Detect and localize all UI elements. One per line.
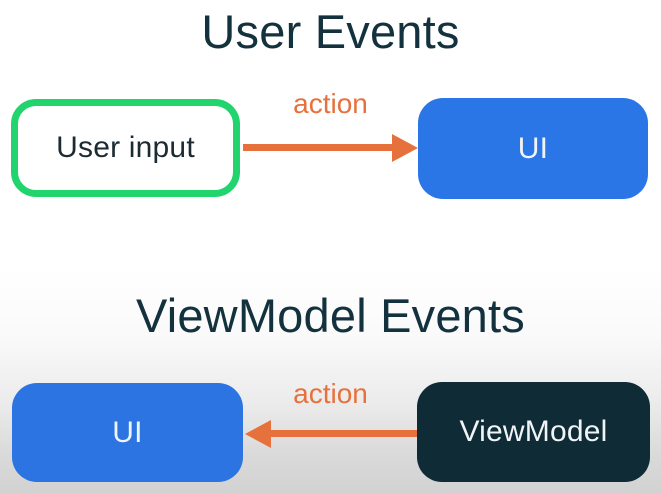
user-input-node: User input [11, 99, 240, 197]
arrow-left-icon [245, 420, 271, 448]
viewmodel-events-title: ViewModel Events [136, 289, 525, 342]
ui-node-bottom: UI [12, 383, 243, 482]
viewmodel-node: ViewModel [417, 382, 650, 482]
ui-label-bottom: UI [112, 415, 143, 449]
user-events-title: User Events [201, 5, 460, 58]
viewmodel-label: ViewModel [459, 415, 608, 448]
ui-label-top: UI [517, 131, 549, 165]
arrow-right-icon [392, 134, 418, 162]
ui-node-top: UI [418, 98, 648, 199]
action-arrow-left-line [270, 430, 417, 437]
user-input-label: User input [56, 131, 195, 164]
action-label-viewmodel-events: action [293, 378, 368, 409]
action-arrow-right-line [243, 144, 393, 151]
action-label-user-events: action [293, 88, 368, 119]
